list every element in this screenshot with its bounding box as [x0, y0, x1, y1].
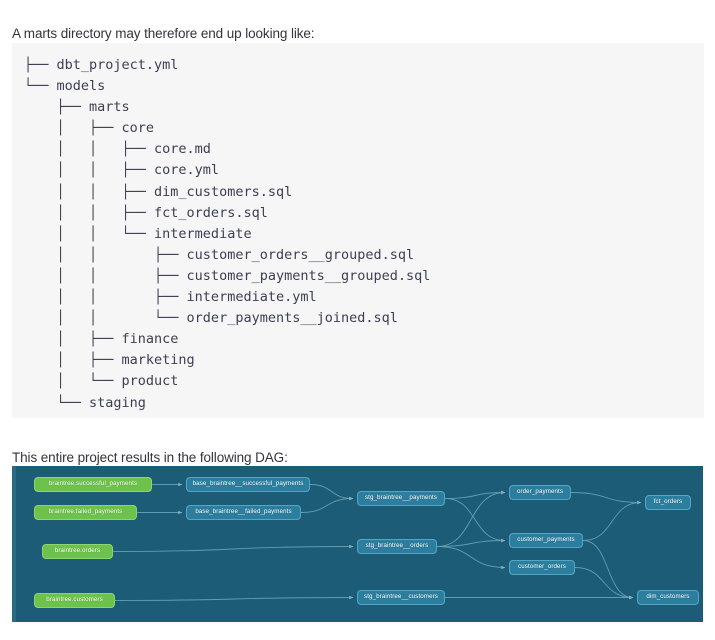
dag-node-fct_orders[interactable]: fct_orders	[645, 495, 691, 510]
dag-node-dim_customers[interactable]: dim_customers	[637, 590, 699, 605]
dag-node-customer_orders[interactable]: customer_orders	[509, 560, 575, 575]
dag-edge-layer	[112, 482, 642, 601]
dag-edge-stg_braintree__orders-to-customer_orders	[436, 546, 506, 570]
dag-edge-customer_payments-to-dim_customers	[582, 540, 634, 600]
dag-paragraph: This entire project results in the follo…	[12, 449, 288, 465]
dag-edge-customer_orders-to-dim_customers	[574, 567, 634, 600]
dag-node-stg_braintree__customers[interactable]: stg_braintree__customers	[357, 590, 445, 605]
dag-node-stg_braintree__payments[interactable]: stg_braintree__payments	[357, 491, 445, 506]
dag-edge-stg_braintree__orders-to-customer_payments	[436, 538, 506, 547]
dag-node-braintree_failed_payments[interactable]: braintree.failed_payments	[34, 505, 137, 520]
intro-paragraph: A marts directory may therefore end up l…	[12, 25, 315, 41]
dag-diagram: braintree.successful_payments braintree.f…	[12, 466, 703, 622]
dag-edge-stg_braintree__payments-to-customer_payments	[444, 498, 506, 543]
dag-node-braintree_customers[interactable]: braintree.customers	[34, 593, 115, 608]
directory-tree-code-block: ├── dbt_project.yml └── models ├── marts…	[12, 43, 704, 418]
dag-node-base_braintree__failed_payments[interactable]: base_braintree__failed_payments	[186, 505, 301, 520]
dag-edge-order_payments-to-fct_orders	[570, 492, 642, 505]
dag-edge-customer_payments-to-fct_orders	[582, 500, 642, 541]
dag-node-braintree_successful_payments[interactable]: braintree.successful_payments	[34, 477, 152, 492]
dag-edge-braintree_orders-to-stg_braintree__orders	[112, 544, 354, 552]
dag-node-base_braintree__successful_payments[interactable]: base_braintree__successful_payments	[186, 477, 310, 492]
dag-edge-base_braintree__failed_payments-to-stg_braintree__payments	[300, 496, 354, 513]
dag-node-customer_payments[interactable]: customer_payments	[509, 533, 583, 548]
dag-node-order_payments[interactable]: order_payments	[509, 485, 571, 500]
directory-tree-text: ├── dbt_project.yml └── models ├── marts…	[24, 57, 431, 411]
dag-edge-braintree_customers-to-stg_braintree__customers	[114, 595, 354, 601]
dag-edge-base_braintree__successful_payments-to-stg_braintree__payments	[309, 484, 354, 501]
dag-edge-stg_braintree__orders-to-order_payments	[436, 490, 506, 547]
dag-node-braintree_orders[interactable]: braintree.orders	[42, 544, 113, 559]
dag-left-gutter	[12, 466, 16, 622]
dag-node-stg_braintree__orders[interactable]: stg_braintree__orders	[357, 539, 437, 554]
dag-edge-stg_braintree__payments-to-order_payments	[444, 490, 506, 499]
